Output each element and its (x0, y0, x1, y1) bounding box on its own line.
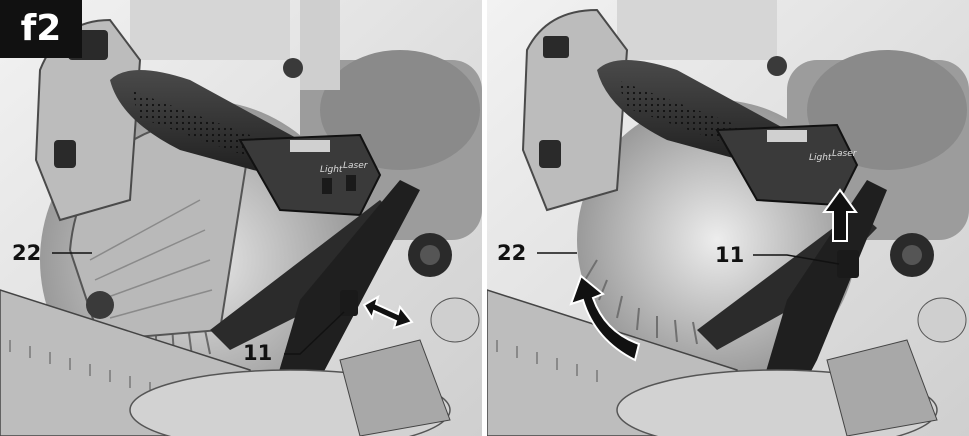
handle-light-text: Light (809, 153, 832, 163)
panel-divider (482, 0, 487, 436)
locking-lever (340, 290, 358, 316)
handle-laser-text: Laser (832, 149, 858, 159)
callout-22: 22 (12, 241, 42, 265)
handle-head (238, 133, 382, 217)
callout-11-leader (284, 311, 345, 355)
left-illustration: Light Laser (0, 0, 482, 436)
handle-laser-text: Laser (343, 161, 369, 171)
curved-arrow-icon (569, 274, 641, 362)
arrow-up-icon (822, 188, 858, 242)
right-panel: Light Laser 22 11 (487, 0, 969, 436)
locking-lever (837, 250, 859, 278)
left-panel: Light Laser f2 22 11 (0, 0, 482, 436)
callout-11-leader (753, 254, 840, 265)
callout-11: 11 (715, 243, 745, 267)
callout-11: 11 (243, 341, 273, 365)
handle-light-text: Light (320, 165, 343, 175)
right-illustration: Light Laser (487, 0, 969, 436)
figure-badge: f2 (0, 0, 82, 58)
callout-22: 22 (497, 241, 527, 265)
double-arrow-horizontal-icon (362, 294, 414, 330)
